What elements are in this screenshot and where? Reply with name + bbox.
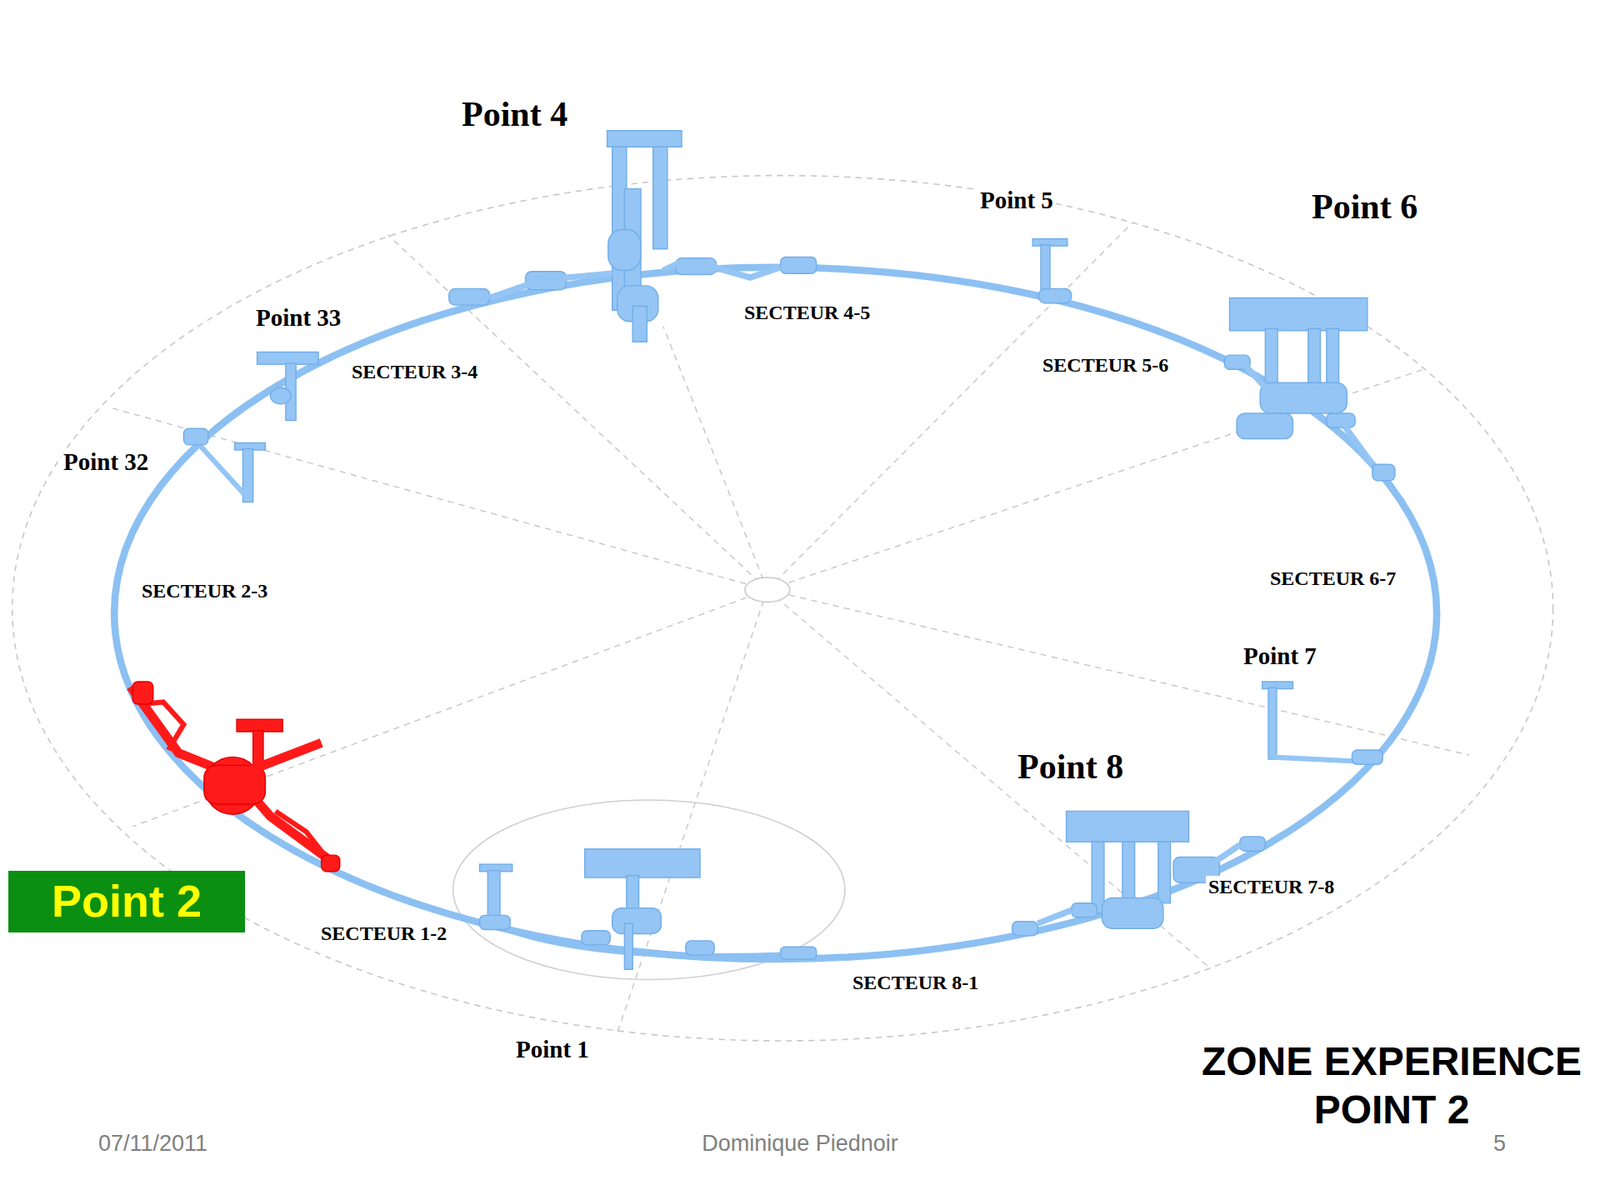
point-label: SECTEUR 8-1 <box>850 971 981 995</box>
point-label: SECTEUR 7-8 <box>1205 875 1337 900</box>
point-label: Point 1 <box>513 1035 592 1064</box>
sector-divider <box>767 590 1470 755</box>
point-label: Point 8 <box>1015 746 1126 787</box>
point-label: SECTEUR 6-7 <box>1267 567 1399 591</box>
footer-text: Dominique Piednoir <box>699 1130 901 1157</box>
point-label: Point 5 <box>977 186 1056 215</box>
point-label: SECTEUR 3-4 <box>349 360 480 385</box>
badge-text: Point 2 <box>51 876 245 926</box>
footer-text: 5 <box>1490 1130 1509 1157</box>
footer-text: 07/11/2011 <box>95 1130 210 1157</box>
sector-divider <box>767 369 1424 590</box>
sector-divider <box>132 590 768 827</box>
point-label: Point 4 <box>459 94 570 135</box>
point-label: Point 33 <box>253 304 344 332</box>
sector-divider <box>663 326 768 590</box>
sector-divider <box>387 235 768 590</box>
point-label: Point 7 <box>1240 642 1320 670</box>
point-label: SECTEUR 4-5 <box>741 301 873 325</box>
point-label: SECTEUR 5-6 <box>1040 354 1171 378</box>
caption: ZONE EXPERIENCE POINT 2 <box>1191 1037 1592 1135</box>
point-label: Point 32 <box>60 448 151 476</box>
sector-divider <box>767 590 1210 968</box>
point-label: SECTEUR 1-2 <box>318 922 450 946</box>
point-label: Point 6 <box>1309 186 1420 227</box>
point-badge: Point 2 <box>8 870 245 933</box>
point-label: SECTEUR 2-3 <box>139 580 270 604</box>
